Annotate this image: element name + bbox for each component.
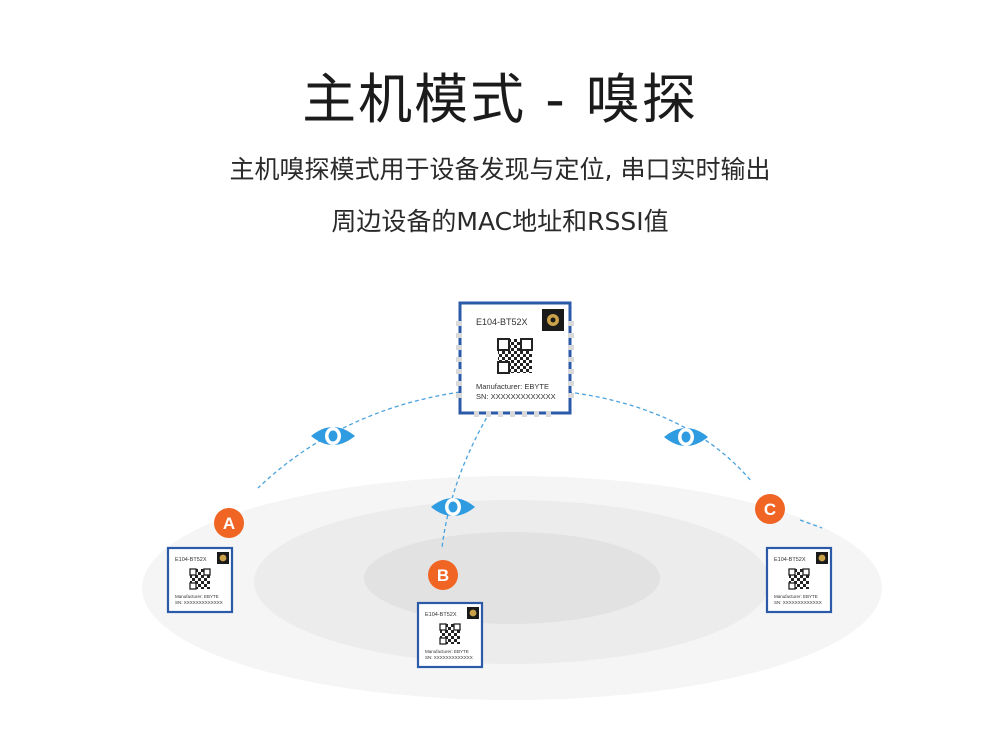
- link-line-c-tail: [799, 519, 823, 529]
- badge-a: A: [214, 508, 244, 538]
- badge-a-label: A: [223, 514, 235, 533]
- device-c-sn-label: SN: XXXXXXXXXXXXX: [774, 600, 822, 605]
- link-line-b: [441, 411, 491, 549]
- host-manufacturer-label: Manufacturer: EBYTE: [476, 382, 549, 391]
- antenna-icon: [542, 309, 564, 331]
- eye-icon: [664, 428, 708, 446]
- device-c-manufacturer-label: Manufacturer: EBYTE: [774, 594, 818, 599]
- qr-code-icon: [497, 338, 533, 374]
- link-line-c: [567, 391, 753, 483]
- host-module: E104-BT52X Manufacturer: EBYTE SN: XXXXX…: [456, 301, 574, 417]
- device-a-sn-label: SN: XXXXXXXXXXXXX: [175, 600, 223, 605]
- range-inner-ellipse: [364, 532, 660, 624]
- description-line-1: 主机嗅探模式用于设备发现与定位, 串口实时输出: [229, 155, 771, 184]
- eye-icon: [311, 427, 355, 445]
- page-title: 主机模式 - 嗅探: [302, 68, 698, 131]
- device-b-manufacturer-label: Manufacturer: EBYTE: [425, 649, 469, 654]
- description-line-2: 周边设备的MAC地址和RSSI值: [331, 207, 669, 236]
- badge-c-label: C: [764, 500, 776, 519]
- badge-b-label: B: [437, 566, 449, 585]
- qr-code-icon: [189, 568, 211, 590]
- antenna-icon: [816, 552, 828, 564]
- badge-c: C: [755, 494, 785, 524]
- eye-icon: [431, 498, 475, 516]
- device-c-model-label: E104-BT52X: [774, 557, 806, 563]
- badge-b: B: [428, 560, 458, 590]
- host-sn-label: SN: XXXXXXXXXXXXX: [476, 392, 556, 401]
- device-b-sn-label: SN: XXXXXXXXXXXXX: [425, 655, 473, 660]
- antenna-icon: [217, 552, 229, 564]
- qr-code-icon: [788, 568, 810, 590]
- link-line-a: [257, 391, 461, 489]
- antenna-icon: [467, 607, 479, 619]
- device-module-b: E104-BT52X Manufacturer: EBYTE SN: XXXXX…: [416, 601, 484, 669]
- device-a-model-label: E104-BT52X: [175, 557, 207, 563]
- device-a-manufacturer-label: Manufacturer: EBYTE: [175, 594, 219, 599]
- host-model-label: E104-BT52X: [476, 317, 528, 327]
- device-module-a: E104-BT52X Manufacturer: EBYTE SN: XXXXX…: [166, 546, 234, 614]
- qr-code-icon: [439, 623, 461, 645]
- device-b-model-label: E104-BT52X: [425, 612, 457, 618]
- device-module-c: E104-BT52X Manufacturer: EBYTE SN: XXXXX…: [765, 546, 833, 614]
